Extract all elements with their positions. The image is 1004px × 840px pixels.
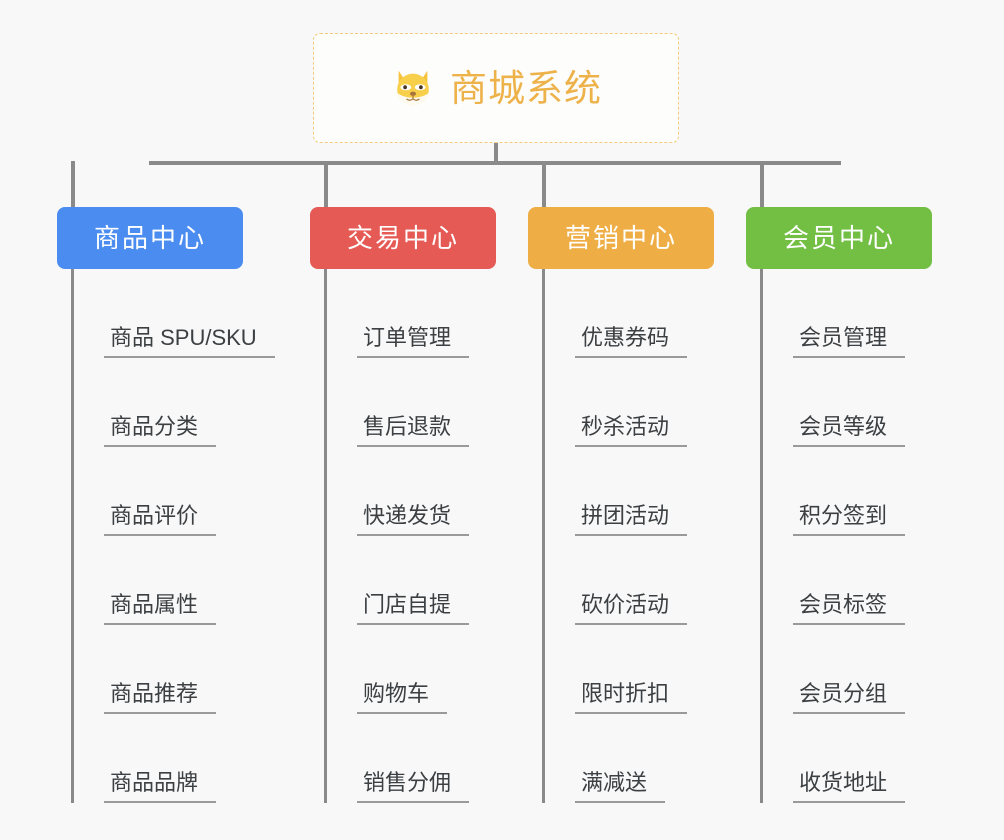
branch-spine bbox=[324, 269, 327, 803]
leaf-item[interactable]: 商品 SPU/SKU bbox=[71, 269, 301, 358]
leaf-item[interactable]: 门店自提 bbox=[324, 536, 554, 625]
leaf-underline: 商品评价 bbox=[104, 502, 217, 536]
leaf-label: 销售分佣 bbox=[363, 769, 452, 795]
leaf-underline: 满减送 bbox=[575, 769, 666, 803]
leaf-item[interactable]: 秒杀活动 bbox=[542, 358, 772, 447]
leaf-label: 会员管理 bbox=[799, 324, 888, 350]
branch-spine bbox=[542, 269, 545, 803]
leaf-label: 优惠券码 bbox=[581, 324, 670, 350]
branch-drop-connector bbox=[542, 161, 546, 208]
branch-column-1: 订单管理售后退款快递发货门店自提购物车销售分佣 bbox=[324, 269, 554, 803]
leaf-underline: 购物车 bbox=[357, 680, 448, 714]
category-box-0[interactable]: 商品中心 bbox=[57, 207, 243, 269]
branch-drop-connector bbox=[760, 161, 764, 208]
leaf-item[interactable]: 会员等级 bbox=[760, 358, 990, 447]
leaf-label: 售后退款 bbox=[363, 413, 452, 439]
leaf-item[interactable]: 收货地址 bbox=[760, 714, 990, 803]
leaf-label: 会员分组 bbox=[799, 680, 888, 706]
leaf-item[interactable]: 满减送 bbox=[542, 714, 772, 803]
leaf-item[interactable]: 商品属性 bbox=[71, 536, 301, 625]
leaf-label: 订单管理 bbox=[363, 324, 452, 350]
leaf-item[interactable]: 商品品牌 bbox=[71, 714, 301, 803]
leaf-underline: 限时折扣 bbox=[575, 680, 688, 714]
leaf-label: 满减送 bbox=[581, 769, 648, 795]
leaf-underline: 商品属性 bbox=[104, 591, 217, 625]
leaf-underline: 收货地址 bbox=[793, 769, 906, 803]
branch-spine bbox=[71, 269, 74, 803]
leaf-item[interactable]: 优惠券码 bbox=[542, 269, 772, 358]
leaf-item[interactable]: 订单管理 bbox=[324, 269, 554, 358]
leaf-label: 商品评价 bbox=[110, 502, 199, 528]
category-label: 交易中心 bbox=[346, 223, 459, 253]
leaf-item[interactable]: 快递发货 bbox=[324, 447, 554, 536]
category-box-1[interactable]: 交易中心 bbox=[310, 207, 496, 269]
leaf-label: 限时折扣 bbox=[581, 680, 670, 706]
leaf-label: 商品 SPU/SKU bbox=[110, 324, 257, 350]
leaf-item[interactable]: 商品分类 bbox=[71, 358, 301, 447]
leaf-label: 会员等级 bbox=[799, 413, 888, 439]
branch-column-2: 优惠券码秒杀活动拼团活动砍价活动限时折扣满减送 bbox=[542, 269, 772, 803]
root-title: 商城系统 bbox=[450, 67, 602, 109]
leaf-label: 秒杀活动 bbox=[581, 413, 670, 439]
category-label: 会员中心 bbox=[782, 223, 895, 253]
leaf-label: 快递发货 bbox=[363, 502, 452, 528]
leaf-item[interactable]: 商品评价 bbox=[71, 447, 301, 536]
leaf-underline: 会员等级 bbox=[793, 413, 906, 447]
category-box-2[interactable]: 营销中心 bbox=[528, 207, 714, 269]
leaf-item[interactable]: 会员分组 bbox=[760, 625, 990, 714]
leaf-label: 商品推荐 bbox=[110, 680, 199, 706]
leaf-underline: 售后退款 bbox=[357, 413, 470, 447]
leaf-item[interactable]: 售后退款 bbox=[324, 358, 554, 447]
leaf-label: 会员标签 bbox=[799, 591, 888, 617]
branch-drop-connector bbox=[324, 161, 328, 208]
leaf-underline: 会员标签 bbox=[793, 591, 906, 625]
category-box-3[interactable]: 会员中心 bbox=[746, 207, 932, 269]
leaf-item[interactable]: 积分签到 bbox=[760, 447, 990, 536]
leaf-item[interactable]: 拼团活动 bbox=[542, 447, 772, 536]
leaf-underline: 销售分佣 bbox=[357, 769, 470, 803]
leaf-underline: 门店自提 bbox=[357, 591, 470, 625]
category-label: 商品中心 bbox=[93, 223, 206, 253]
leaf-label: 积分签到 bbox=[799, 502, 888, 528]
leaf-label: 购物车 bbox=[363, 680, 430, 706]
leaf-underline: 快递发货 bbox=[357, 502, 470, 536]
leaf-label: 门店自提 bbox=[363, 591, 452, 617]
leaf-item[interactable]: 销售分佣 bbox=[324, 714, 554, 803]
leaf-label: 砍价活动 bbox=[581, 591, 670, 617]
leaf-item[interactable]: 砍价活动 bbox=[542, 536, 772, 625]
trunk-connector bbox=[494, 143, 498, 165]
leaf-item[interactable]: 会员管理 bbox=[760, 269, 990, 358]
leaf-underline: 积分签到 bbox=[793, 502, 906, 536]
leaf-label: 商品分类 bbox=[110, 413, 199, 439]
leaf-item[interactable]: 商品推荐 bbox=[71, 625, 301, 714]
leaf-underline: 商品品牌 bbox=[104, 769, 217, 803]
branch-column-0: 商品 SPU/SKU 商品分类商品评价商品属性商品推荐商品品牌 bbox=[71, 269, 301, 803]
leaf-underline: 秒杀活动 bbox=[575, 413, 688, 447]
leaf-underline: 会员分组 bbox=[793, 680, 906, 714]
leaf-item[interactable]: 会员标签 bbox=[760, 536, 990, 625]
leaf-label: 商品属性 bbox=[110, 591, 199, 617]
leaf-underline: 订单管理 bbox=[357, 324, 470, 358]
leaf-label: 商品品牌 bbox=[110, 769, 199, 795]
bus-connector bbox=[149, 161, 841, 165]
leaf-underline: 会员管理 bbox=[793, 324, 906, 358]
leaf-underline: 商品分类 bbox=[104, 413, 217, 447]
leaf-underline: 商品推荐 bbox=[104, 680, 217, 714]
leaf-label: 拼团活动 bbox=[581, 502, 670, 528]
leaf-label: 收货地址 bbox=[799, 769, 888, 795]
branch-column-3: 会员管理会员等级积分签到会员标签会员分组收货地址 bbox=[760, 269, 990, 803]
branch-spine bbox=[760, 269, 763, 803]
leaf-item[interactable]: 限时折扣 bbox=[542, 625, 772, 714]
leaf-underline: 砍价活动 bbox=[575, 591, 688, 625]
leaf-underline: 商品 SPU/SKU bbox=[104, 325, 275, 358]
leaf-underline: 优惠券码 bbox=[575, 324, 688, 358]
leaf-underline: 拼团活动 bbox=[575, 502, 688, 536]
dog-face-icon bbox=[397, 70, 429, 107]
leaf-item[interactable]: 购物车 bbox=[324, 625, 554, 714]
category-label: 营销中心 bbox=[564, 223, 677, 253]
root-node[interactable]: 商城系统 bbox=[313, 33, 679, 143]
branch-drop-connector bbox=[71, 161, 75, 208]
